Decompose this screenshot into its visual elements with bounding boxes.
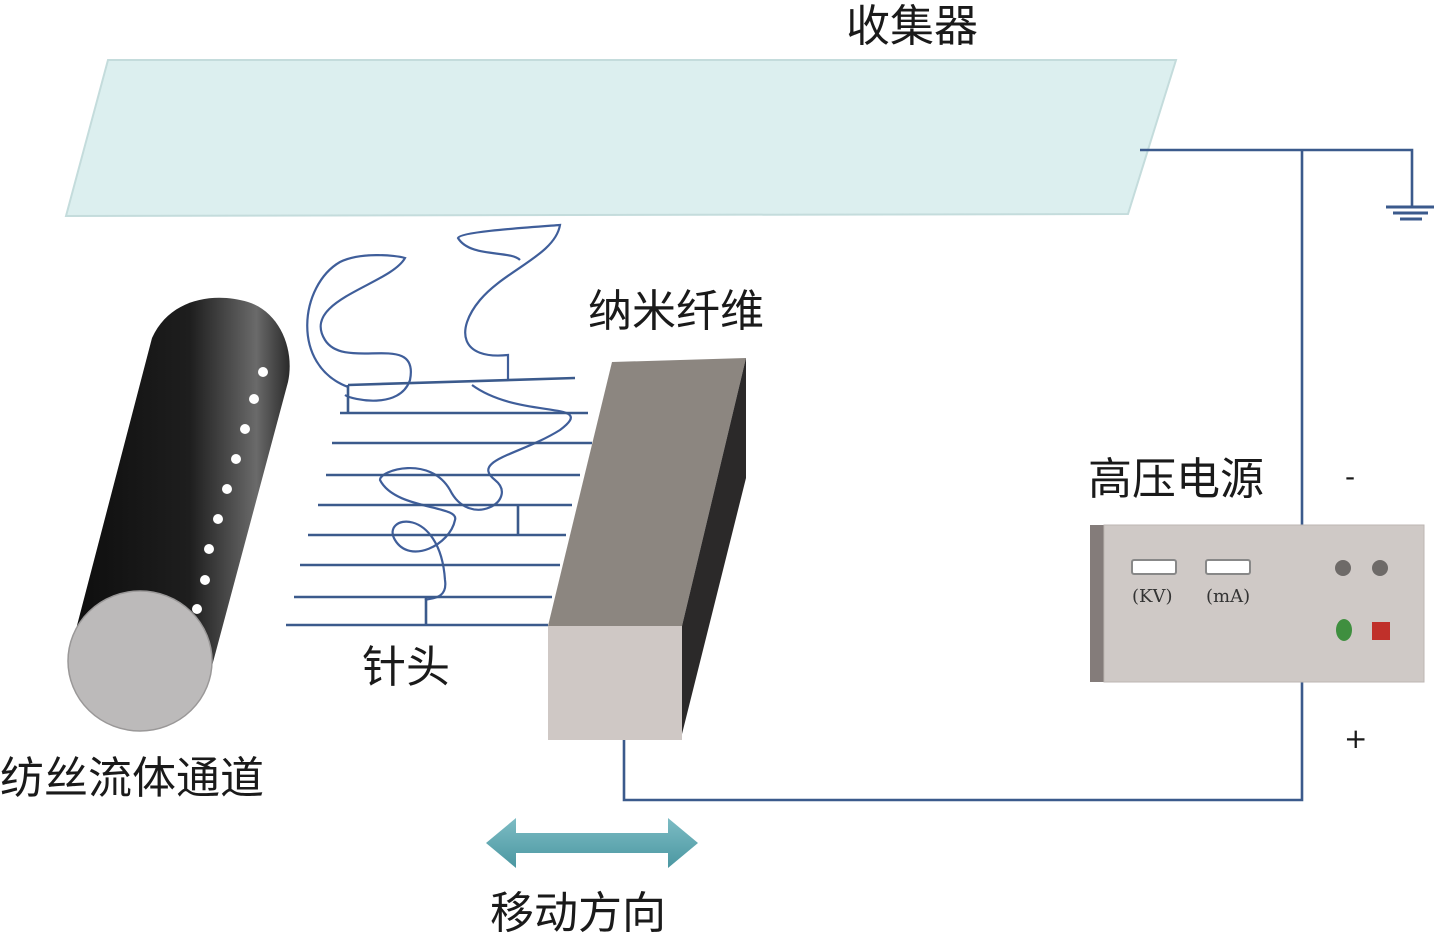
power-knob-2[interactable] [1372,560,1388,576]
red-stop-button[interactable] [1372,622,1390,640]
power-knob-1[interactable] [1335,560,1351,576]
ground-icon [1386,205,1434,221]
needles [286,376,592,627]
ground-wiring [1140,148,1434,528]
power-supply-label: 高压电源 [1088,454,1264,505]
positive-terminal-sign: + [1344,722,1367,755]
circuit-wire-positive [622,680,1304,802]
collector-plate [64,59,1178,218]
needle-label: 针头 [362,642,450,693]
power-supply: (KV) (mA) [1090,524,1425,683]
nanofibers [306,223,572,602]
move-direction-label: 移动方向 [490,888,666,933]
collector-label: 收集器 [846,1,978,52]
negative-terminal-sign: - [1345,460,1355,493]
ma-display [1205,559,1251,575]
green-indicator-light [1336,619,1352,641]
kv-label: (KV) [1132,586,1173,607]
spinning-channel-cylinder [67,297,290,732]
ma-label: (mA) [1206,586,1250,607]
nozzle-holes [192,367,268,614]
move-direction-arrow [486,818,698,868]
spinneret-block [548,358,746,740]
kv-display [1131,559,1177,575]
spinning-channel-label: 纺丝流体通道 [0,753,264,804]
nanofiber-label: 纳米纤维 [588,286,764,337]
